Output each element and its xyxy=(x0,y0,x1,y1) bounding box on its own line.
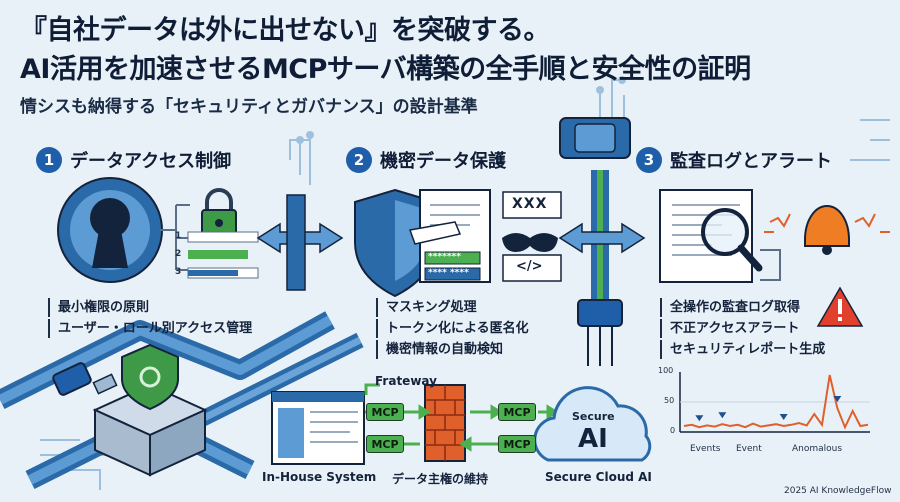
cloud-ai-label: AI xyxy=(578,424,608,454)
inhouse-label: In-House System xyxy=(262,470,377,484)
server-hub xyxy=(92,343,208,477)
section-3-list: 全操作の監査ログ取得 不正アクセスアラート セキュリティレポート生成 xyxy=(660,298,825,361)
main-title-line1: 『自社データは外に出せない』を突破する。 xyxy=(20,15,551,46)
circuit-traces xyxy=(40,76,890,490)
mask-icon xyxy=(502,233,558,252)
role-number-2: 2 xyxy=(175,249,182,259)
cloud-label: Secure Cloud AI xyxy=(545,470,652,484)
inhouse-window xyxy=(271,391,365,465)
keyhole-graphic xyxy=(57,177,190,283)
chart-event-marker xyxy=(779,414,788,420)
chart-event-marker xyxy=(833,396,842,402)
audit-connector xyxy=(760,249,781,281)
chart-x-label: Event xyxy=(736,444,762,454)
mcp-badge: MCP xyxy=(498,435,536,453)
warning-icon xyxy=(816,286,864,327)
sovereignty-label: データ主権の維持 xyxy=(392,472,489,486)
chart-y-tick: 100 xyxy=(658,366,674,375)
chart-event-marker xyxy=(718,412,727,419)
document-graphic xyxy=(408,189,491,283)
lock-icon xyxy=(201,188,237,237)
anomaly-chart xyxy=(679,372,870,433)
cloud-top-label: Secure xyxy=(572,410,615,423)
gateway-label: Frateway xyxy=(375,374,437,388)
list-item: マスキング処理 xyxy=(376,298,529,317)
chart-x-label: Events xyxy=(690,444,721,454)
list-item: ユーザー・ロール別アクセス管理 xyxy=(48,319,252,338)
section-3-header: 3 監査ログとアラート xyxy=(636,147,832,173)
list-item: 不正アクセスアラート xyxy=(660,319,825,338)
section-1-number: 1 xyxy=(36,147,62,173)
footer-credit: 2025 AI KnowledgeFlow xyxy=(784,486,892,496)
list-item: 最小権限の原則 xyxy=(48,298,252,317)
list-item: 機密情報の自動検知 xyxy=(376,340,529,359)
subtitle: 情シスも納得する「セキュリティとガバナンス」の設計基準 xyxy=(20,97,478,117)
section-3-title: 監査ログとアラート xyxy=(670,151,832,172)
cloud-icon xyxy=(533,386,652,462)
role-number-3: 3 xyxy=(175,267,182,277)
chart-event-marker xyxy=(695,415,704,422)
list-item: トークン化による匿名化 xyxy=(376,319,529,338)
role-number-1: 1 xyxy=(175,231,182,241)
mcp-badge: MCP xyxy=(366,435,404,453)
section-1-header: 1 データアクセス制御 xyxy=(36,147,231,173)
masked-field-frame xyxy=(502,191,562,219)
connector-arrows xyxy=(256,194,646,291)
section-2-header: 2 機密データ保護 xyxy=(346,147,506,173)
masked-stars-1: ******* xyxy=(428,252,461,262)
firewall-icon xyxy=(424,384,466,462)
chart-y-tick: 50 xyxy=(664,396,675,405)
section-2-list: マスキング処理 トークン化による匿名化 機密情報の自動検知 xyxy=(376,298,529,361)
section-2-number: 2 xyxy=(346,147,372,173)
main-title-line2: AI活用を加速させるMCPサーバ構築の全手順と安全性の証明 xyxy=(20,54,751,85)
chart-x-label: Anomalous xyxy=(792,444,843,454)
code-field-frame xyxy=(502,254,562,282)
chart-y-tick: 0 xyxy=(670,426,676,435)
section-3-number: 3 xyxy=(636,147,662,173)
magnifier-icon xyxy=(701,208,763,272)
masked-text: XXX xyxy=(512,196,548,212)
list-item: セキュリティレポート生成 xyxy=(660,340,825,359)
code-glyph: </> xyxy=(516,259,543,274)
list-item: 全操作の監査ログ取得 xyxy=(660,298,825,317)
section-2-title: 機密データ保護 xyxy=(380,151,506,172)
section-1-list: 最小権限の原則 ユーザー・ロール別アクセス管理 xyxy=(48,298,252,340)
masked-stars-2: **** **** xyxy=(428,268,469,278)
role-bars xyxy=(187,231,259,279)
mcp-badge: MCP xyxy=(498,403,536,421)
bell-icon xyxy=(764,204,890,255)
chart-series-line xyxy=(683,374,869,430)
section-1-title: データアクセス制御 xyxy=(70,151,232,172)
mcp-badge: MCP xyxy=(366,403,404,421)
